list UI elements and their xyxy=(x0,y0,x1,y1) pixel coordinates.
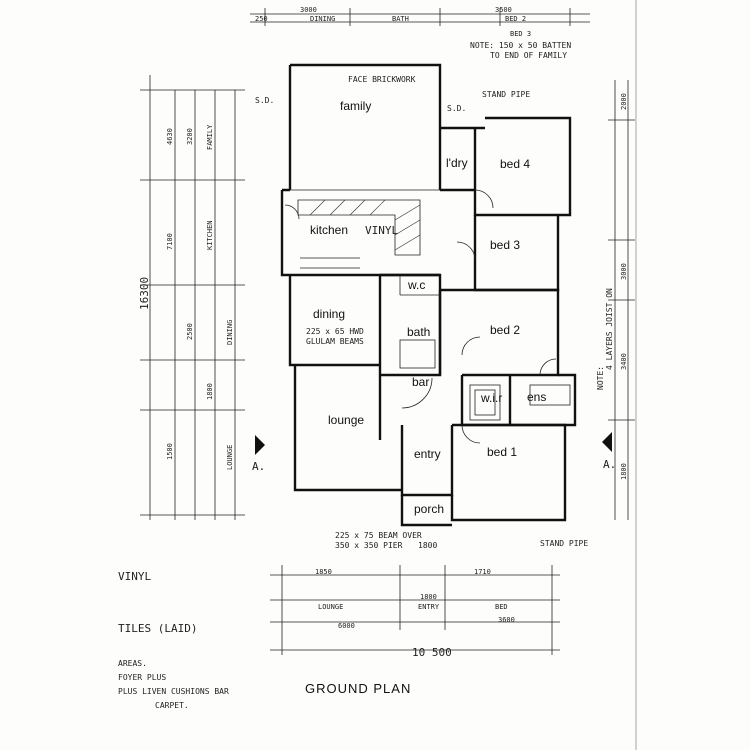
kitchen-floor-label: VINYL xyxy=(365,224,398,237)
top-dimensions: 3000 3500 250 DINING BATH BED 2 BED 3 NO… xyxy=(250,6,590,60)
dim-right-1: 2000 xyxy=(620,93,628,110)
room-dining: dining xyxy=(313,307,345,321)
room-laundry: l'dry xyxy=(446,156,468,170)
note-stand-pipe-bottom: STAND PIPE xyxy=(540,539,588,548)
door-swings xyxy=(284,189,557,444)
room-bed-2: bed 2 xyxy=(490,323,520,337)
dim-left-1: 4630 xyxy=(166,128,174,145)
label-left-dining: DINING xyxy=(226,320,234,345)
legend-line-3: CARPET. xyxy=(155,701,189,710)
dim-left-3: 1500 xyxy=(166,443,174,460)
section-marker-right-label: A. xyxy=(603,458,616,471)
dim-bottom-1710: 1710 xyxy=(474,568,491,576)
dim-bottom-entry: ENTRY xyxy=(418,603,440,611)
room-lounge: lounge xyxy=(328,413,364,427)
note-dining-beams-2: GLULAM BEAMS xyxy=(306,337,364,346)
room-family: family xyxy=(340,99,371,113)
legend-line-1: FOYER PLUS xyxy=(118,673,166,682)
dim-left-6: 1800 xyxy=(206,383,214,400)
room-bed-1: bed 1 xyxy=(487,445,517,459)
note-right-2: 4 LAYERS JOIST ON xyxy=(605,288,614,370)
room-entry: entry xyxy=(414,447,441,461)
dim-top-dining: DINING xyxy=(310,15,335,23)
note-beam: 225 x 75 BEAM OVER xyxy=(335,531,422,540)
dim-left-5: 2500 xyxy=(186,323,194,340)
dim-left-2: 7100 xyxy=(166,233,174,250)
room-ens: ens xyxy=(527,390,546,404)
kitchen-bench xyxy=(297,199,421,269)
room-porch: porch xyxy=(414,502,444,516)
dim-bottom-1800: 1800 xyxy=(420,593,437,601)
note-right: NOTE: xyxy=(596,366,605,390)
note-pier: 350 x 350 PIER xyxy=(335,541,403,550)
note-top: NOTE: 150 x 50 BATTEN xyxy=(470,41,571,50)
dim-right-4: 1800 xyxy=(620,463,628,480)
dim-top-b: 3500 xyxy=(495,6,512,14)
room-bar: bar xyxy=(412,375,429,389)
room-kitchen: kitchen xyxy=(310,223,348,237)
legend-line-2: PLUS LIVEN CUSHIONS BAR xyxy=(118,687,229,696)
note-dining-beams: 225 x 65 HWD xyxy=(306,327,364,336)
dim-top-a: 3000 xyxy=(300,6,317,14)
legend-areas: AREAS. xyxy=(118,659,147,668)
note-face-brick: FACE BRICKWORK xyxy=(348,75,416,84)
dim-top-250: 250 xyxy=(255,15,268,23)
room-bath: bath xyxy=(407,325,430,339)
note-sd-right: S.D. xyxy=(447,104,466,113)
section-marker-left: A. xyxy=(252,435,265,473)
note-top-2: TO END OF FAMILY xyxy=(490,51,567,60)
dim-right-2: 3000 xyxy=(620,263,628,280)
dim-bottom-1850: 1850 xyxy=(315,568,332,576)
note-1800: 1800 xyxy=(418,541,437,550)
dim-top-bed3: BED 3 xyxy=(510,30,531,38)
dim-bottom-bed: BED xyxy=(495,603,508,611)
dim-top-bed: BED 2 xyxy=(505,15,526,23)
bottom-dimensions: 1850 1710 LOUNGE ENTRY BED 6000 1800 360… xyxy=(270,565,560,659)
label-left-lounge: LOUNGE xyxy=(226,445,234,470)
dim-total-height: 16300 xyxy=(138,277,151,310)
legend-vinyl: VINYL xyxy=(118,570,151,583)
note-stand-pipe-top: STAND PIPE xyxy=(482,90,530,99)
legend-tiles: TILES (LAID) xyxy=(118,622,197,635)
dim-top-bath: BATH xyxy=(392,15,409,23)
section-marker-right: A. xyxy=(602,432,616,471)
dim-left-4: 3200 xyxy=(186,128,194,145)
bath-fixtures xyxy=(399,339,571,421)
house-walls xyxy=(280,63,577,527)
room-wc: w.c xyxy=(407,278,425,292)
room-wir: w.i.r xyxy=(480,391,502,405)
dim-bottom-lounge: LOUNGE xyxy=(318,603,343,611)
note-sd-left: S.D. xyxy=(255,96,274,105)
label-left-family: FAMILY xyxy=(206,124,214,150)
dim-bottom-3600: 3600 xyxy=(498,616,515,624)
dim-right-3: 3400 xyxy=(620,353,628,370)
room-bed-4: bed 4 xyxy=(500,157,530,171)
section-marker-left-label: A. xyxy=(252,460,265,473)
dim-bottom-total: 10 500 xyxy=(412,646,452,659)
plan-title: GROUND PLAN xyxy=(305,681,411,696)
left-dimensions: 16300 4630 7100 1500 3200 2500 1800 FAMI… xyxy=(138,75,245,520)
dim-bottom-6000: 6000 xyxy=(338,622,355,630)
room-bed-3: bed 3 xyxy=(490,238,520,252)
label-left-kitchen: KITCHEN xyxy=(206,220,214,250)
right-dimensions: 2000 3000 3400 1800 NOTE: 4 LAYERS JOIST… xyxy=(596,80,635,520)
